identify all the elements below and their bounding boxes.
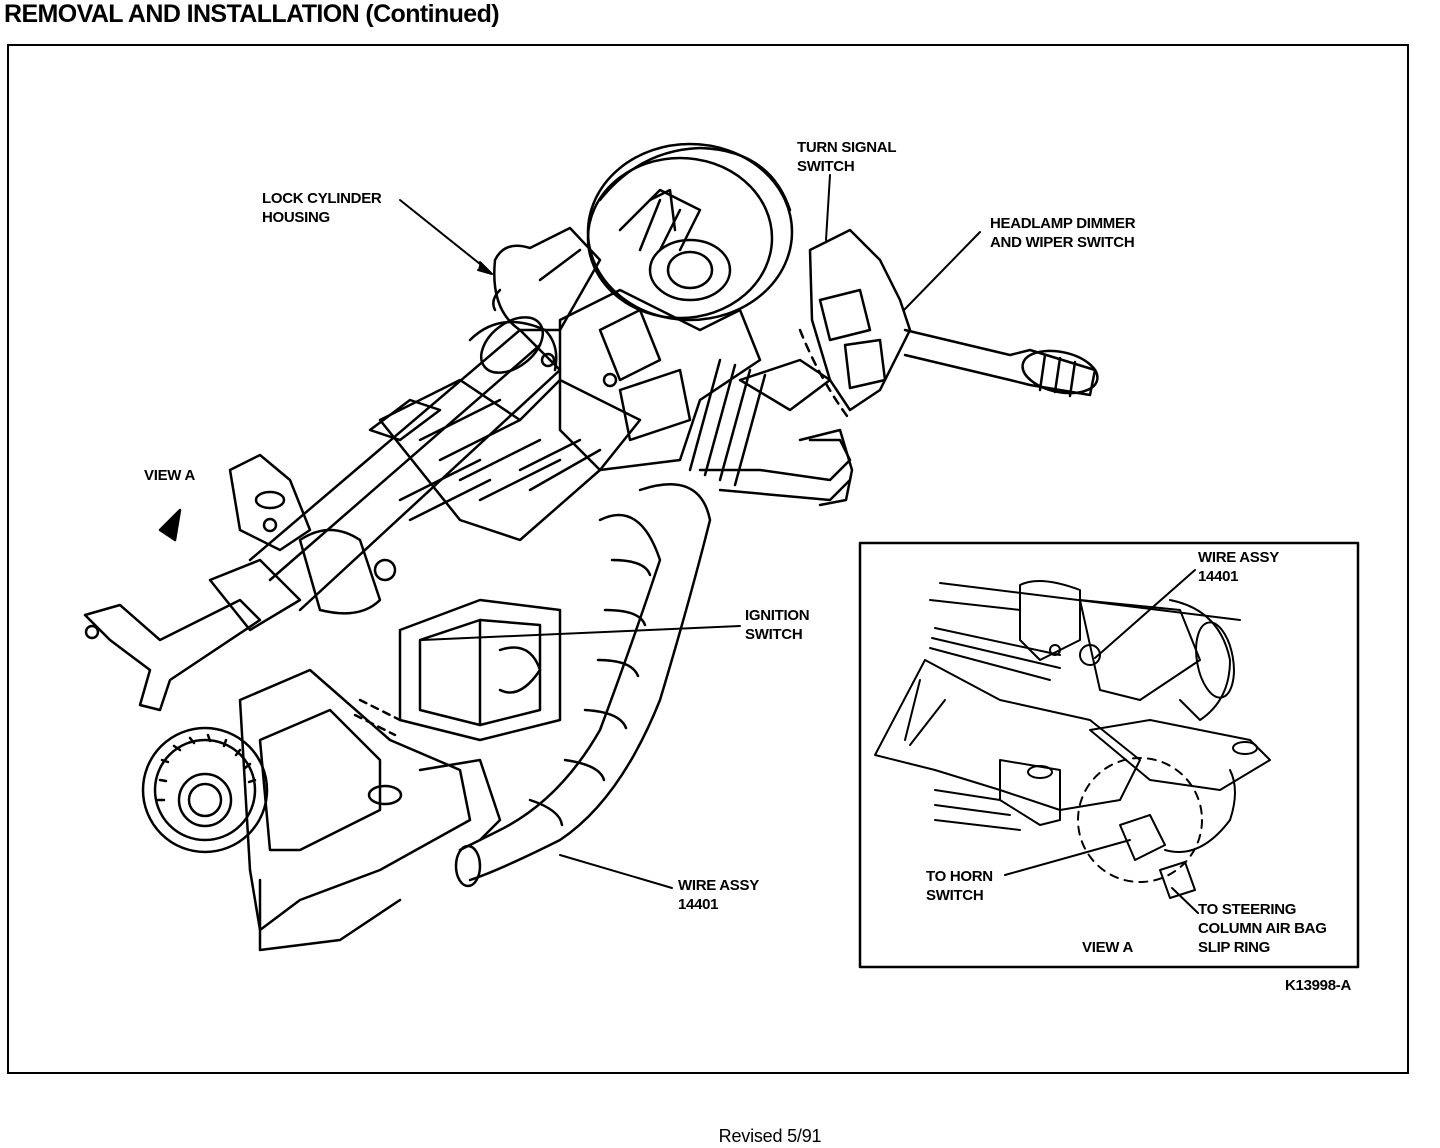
figure-frame: [7, 44, 1409, 1074]
svg-text:TURN SIGNAL: TURN SIGNAL: [797, 139, 896, 156]
svg-text:TO HORN: TO HORN: [926, 868, 993, 885]
steering-hub-drawing: [586, 142, 794, 322]
svg-text:VIEW A: VIEW A: [1082, 939, 1133, 956]
svg-text:WIRE ASSY: WIRE ASSY: [678, 877, 759, 894]
lock-cylinder-housing-drawing: [492, 226, 602, 332]
inset-leader-lines: [1004, 569, 1199, 914]
svg-text:SWITCH: SWITCH: [926, 887, 983, 904]
wire-assy-tube: [454, 483, 712, 888]
svg-text:HOUSING: HOUSING: [262, 209, 330, 226]
svg-text:LOCK CYLINDER: LOCK CYLINDER: [262, 190, 382, 207]
multifunction-switch-drawing: [798, 228, 1099, 422]
svg-text:COLUMN AIR BAG: COLUMN AIR BAG: [1198, 920, 1327, 937]
inset-drawing: [874, 580, 1271, 899]
page-footer: Revised 5/91: [0, 1126, 1440, 1147]
page-title: REMOVAL AND INSTALLATION (Continued): [4, 0, 500, 28]
lower-bracket-drawing: [83, 453, 397, 712]
leader-lines: [399, 174, 981, 889]
steering-column-tube: [248, 316, 642, 612]
view-a-inset: WIRE ASSY 14401 TO HORN SWITCH TO STEERI…: [858, 541, 1360, 969]
svg-text:HEADLAMP DIMMER: HEADLAMP DIMMER: [990, 215, 1136, 232]
svg-text:SWITCH: SWITCH: [745, 626, 802, 643]
svg-text:SWITCH: SWITCH: [797, 158, 854, 175]
upper-mechanism-drawing: [368, 198, 762, 472]
ignition-switch-drawing: [353, 598, 562, 742]
svg-text:14401: 14401: [1198, 568, 1238, 585]
wire-bundle-upper: [688, 358, 854, 507]
svg-text:VIEW A: VIEW A: [144, 467, 195, 484]
revision-note: Revised 5/91: [718, 1126, 822, 1146]
shaft-flange-drawing: [141, 726, 269, 854]
figure-id: K13998-A: [1285, 977, 1351, 994]
svg-text:AND WIPER SWITCH: AND WIPER SWITCH: [990, 234, 1134, 251]
svg-text:WIRE ASSY: WIRE ASSY: [1198, 549, 1279, 566]
svg-text:IGNITION: IGNITION: [745, 607, 809, 624]
svg-text:14401: 14401: [678, 896, 718, 913]
svg-text:TO STEERING: TO STEERING: [1198, 901, 1296, 918]
svg-text:SLIP RING: SLIP RING: [1198, 939, 1270, 956]
mounting-bracket-drawing: [238, 668, 502, 952]
